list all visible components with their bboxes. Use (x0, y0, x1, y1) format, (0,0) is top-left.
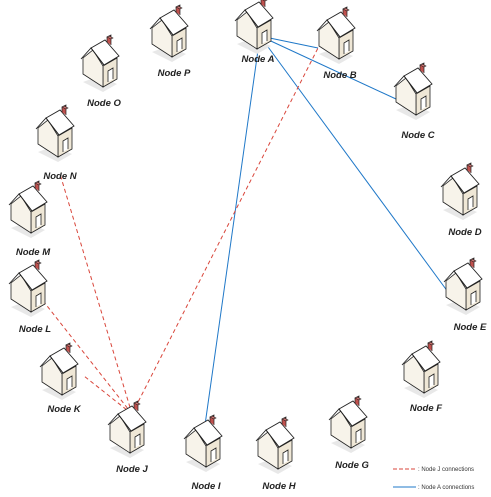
connection-j-l (43, 301, 133, 415)
connection-a-i (203, 35, 261, 433)
house-icon (35, 104, 75, 162)
node-label-e: Node E (454, 322, 487, 333)
house-icon (393, 62, 433, 120)
node-label-h: Node H (262, 481, 296, 492)
node-label-o: Node O (87, 98, 121, 109)
node-label-a: Node A (242, 54, 275, 65)
node-label-m: Node M (16, 247, 51, 258)
connection-a-e (259, 35, 449, 293)
node-label-n: Node N (43, 171, 77, 182)
house-icon (440, 162, 480, 220)
legend: : Node J connections : Node A connection… (393, 467, 474, 491)
node-label-b: Node B (323, 70, 356, 81)
house-icon (149, 4, 189, 62)
house-icon (39, 342, 79, 400)
house-icon (8, 180, 48, 238)
house-icon (328, 395, 368, 453)
node-label-d: Node D (448, 227, 481, 238)
house-icon (234, 0, 274, 54)
node-label-f: Node F (410, 403, 442, 414)
node-label-i: Node I (191, 481, 220, 492)
legend-j-label: : Node J connections (418, 467, 474, 473)
node-label-k: Node K (47, 404, 81, 415)
house-icon (8, 259, 48, 317)
house-icon (80, 34, 120, 92)
house-icon (443, 257, 483, 315)
node-label-l: Node L (19, 324, 51, 335)
house-icon (107, 400, 147, 458)
node-labels: Node A Node B Node C Node D Node E Node F Node… (16, 54, 487, 492)
house-icon (255, 416, 295, 474)
house-icon (316, 6, 356, 64)
node-houses (8, 0, 483, 474)
node-label-p: Node P (158, 68, 191, 79)
connection-a-c (259, 35, 397, 100)
legend-a-label: : Node A connections (418, 485, 474, 491)
house-icon (183, 414, 223, 472)
node-label-c: Node C (401, 130, 434, 141)
house-icon (401, 340, 441, 398)
connection-j-b (131, 47, 319, 415)
node-label-j: Node J (116, 464, 148, 475)
connection-j-k (83, 375, 133, 415)
node-label-g: Node G (335, 460, 369, 471)
connection-lines (43, 35, 449, 433)
